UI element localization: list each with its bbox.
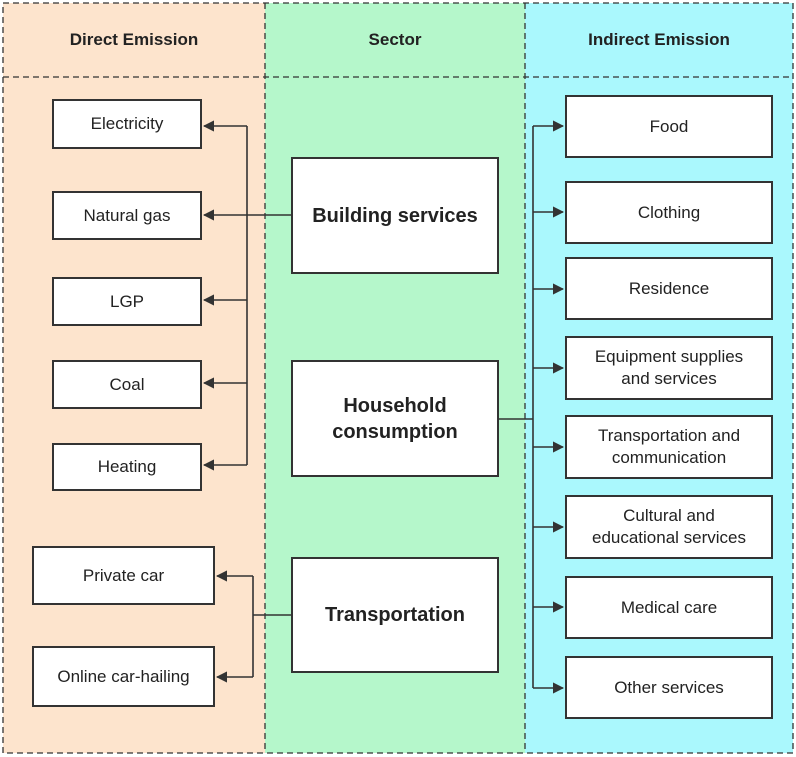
indirect-item-food: Food bbox=[565, 95, 773, 158]
direct-item-natural-gas: Natural gas bbox=[52, 191, 202, 240]
indirect-item-clothing: Clothing bbox=[565, 181, 773, 244]
transport-item-online-car-hailing: Online car-hailing bbox=[32, 646, 215, 707]
indirect-item-transport-communication: Transportation and communication bbox=[565, 415, 773, 479]
transport-item-private-car: Private car bbox=[32, 546, 215, 605]
indirect-item-cultural-educational: Cultural and educational services bbox=[565, 495, 773, 559]
indirect-item-other-services: Other services bbox=[565, 656, 773, 719]
sector-household-consumption: Household consumption bbox=[291, 360, 499, 477]
header-indirect-emission: Indirect Emission bbox=[588, 30, 730, 49]
sector-building-services: Building services bbox=[291, 157, 499, 274]
direct-item-heating: Heating bbox=[52, 443, 202, 491]
indirect-item-equipment: Equipment supplies and services bbox=[565, 336, 773, 400]
sector-transportation: Transportation bbox=[291, 557, 499, 673]
direct-item-electricity: Electricity bbox=[52, 99, 202, 149]
direct-item-coal: Coal bbox=[52, 360, 202, 409]
indirect-item-medical-care: Medical care bbox=[565, 576, 773, 639]
header-direct-emission: Direct Emission bbox=[69, 30, 199, 49]
indirect-item-residence: Residence bbox=[565, 257, 773, 320]
direct-item-lgp: LGP bbox=[52, 277, 202, 326]
header-sector: Sector bbox=[368, 30, 422, 49]
